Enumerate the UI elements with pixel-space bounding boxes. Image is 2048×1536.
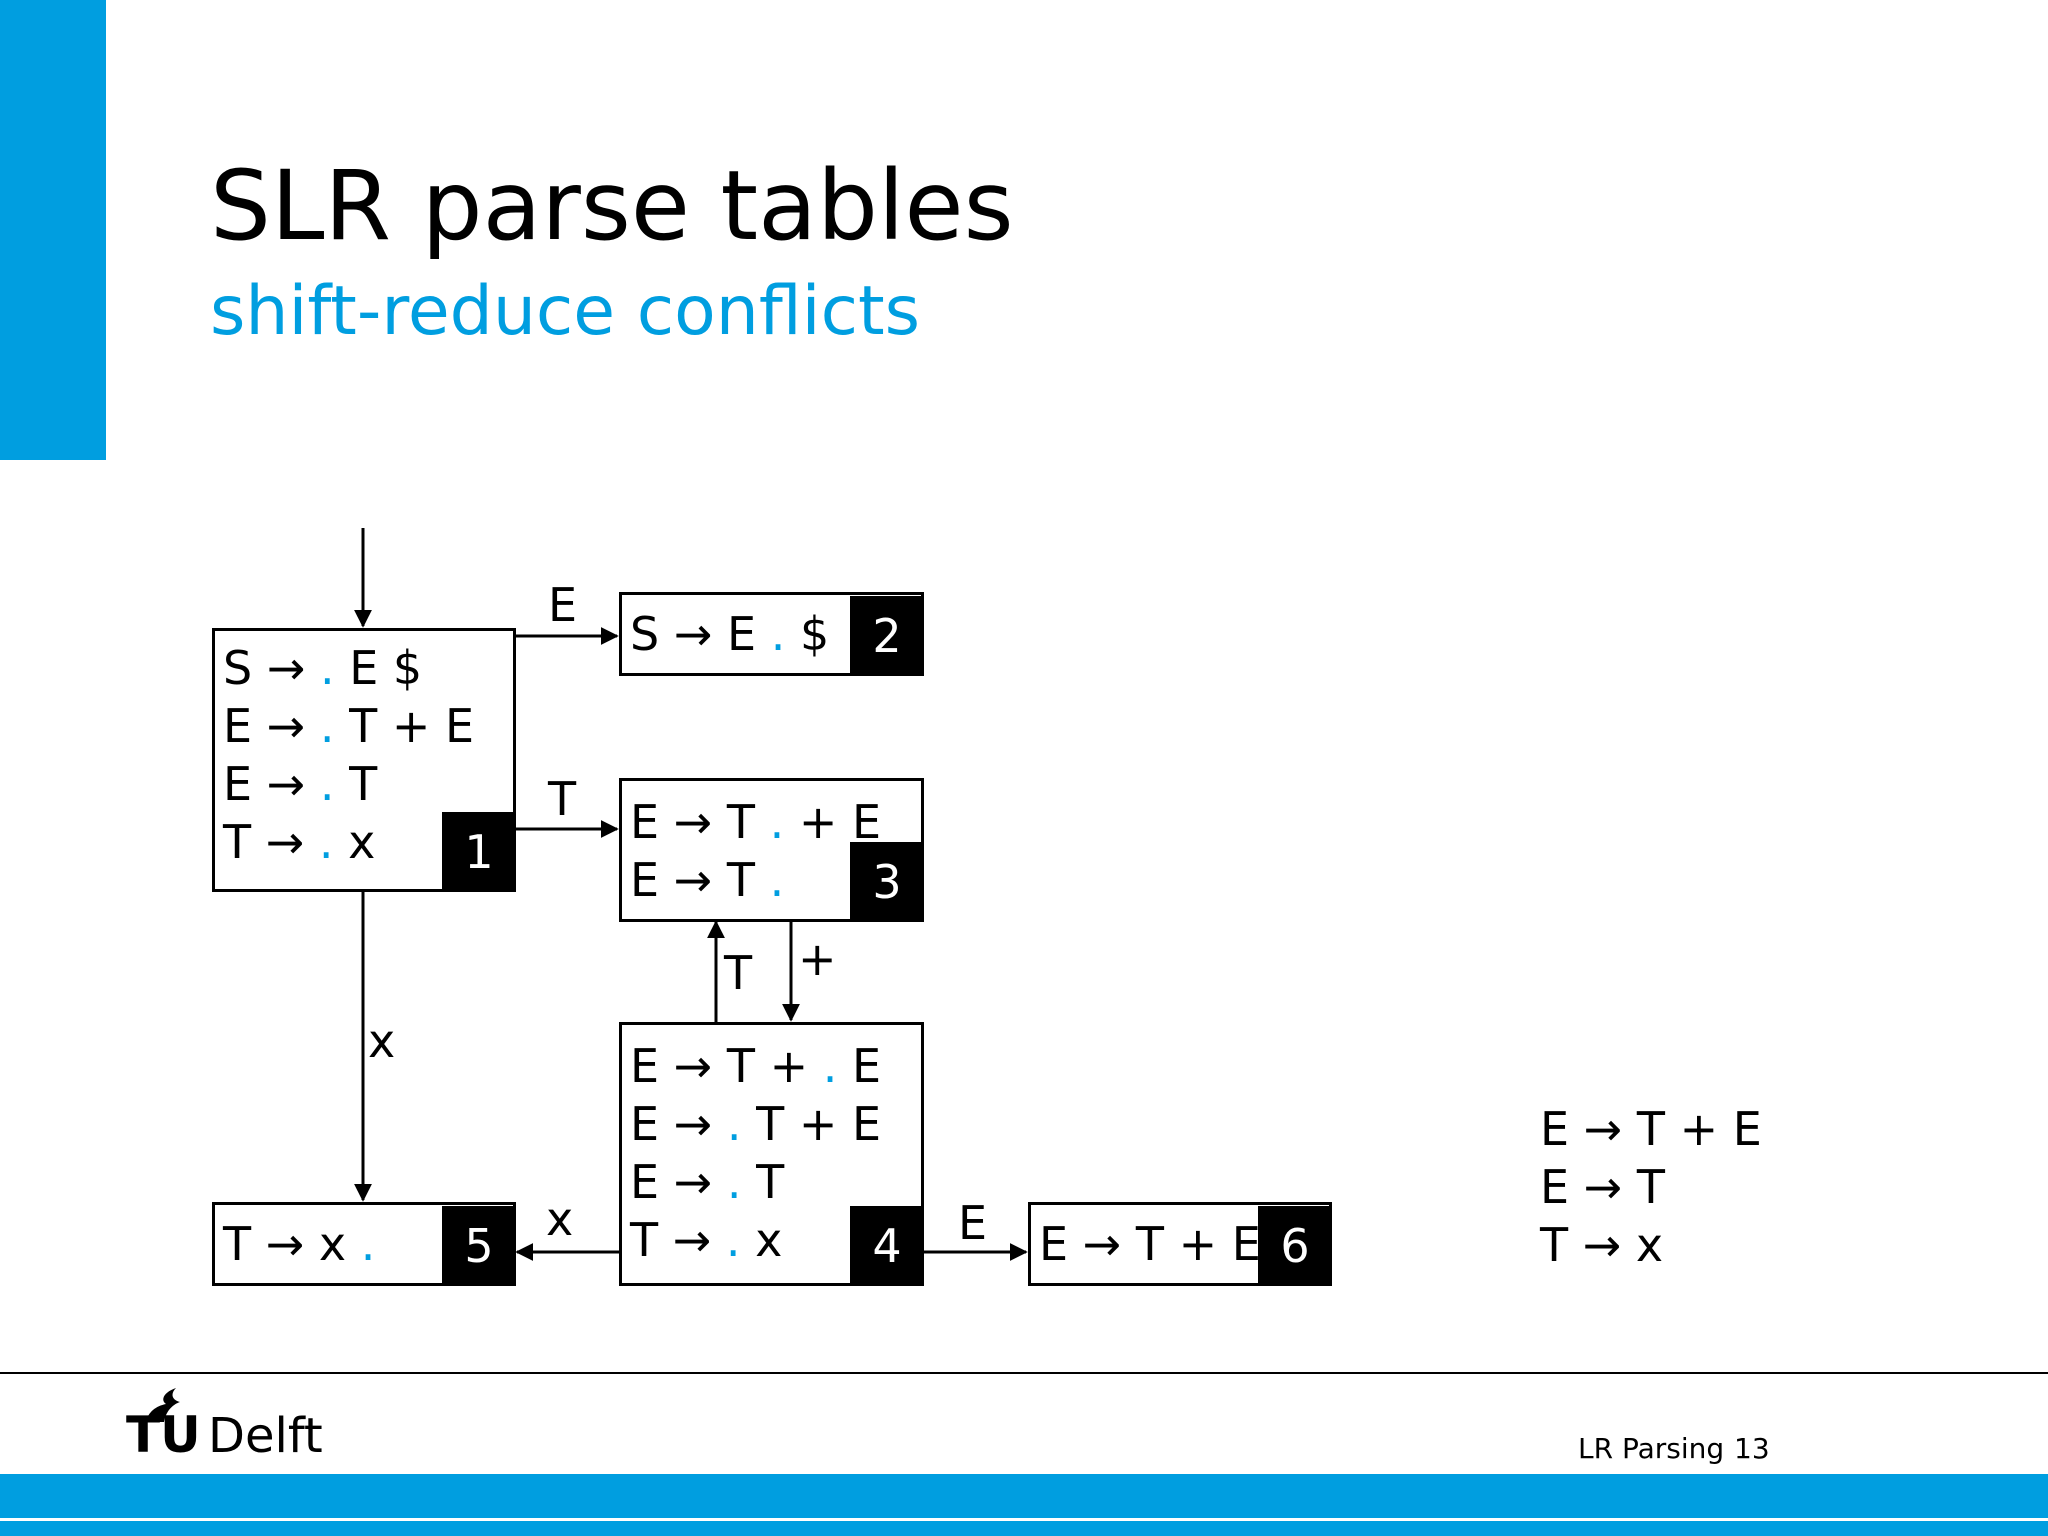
state-5: T → x . 5 [212, 1202, 516, 1286]
grammar-rule: E → T + E [1540, 1102, 1762, 1156]
label-4-to-5: x [546, 1192, 574, 1246]
state-3-item: E → T . + E [630, 795, 882, 849]
state-1-item: E → . T + E [223, 699, 475, 753]
accent-bar [0, 0, 106, 460]
footer-divider [0, 1372, 2048, 1374]
state-2-item: S → E . $ [630, 607, 830, 661]
state-4-item: E → T + . E [630, 1039, 882, 1093]
page-number: 13 [1734, 1432, 1770, 1465]
state-4: E → T + . E E → . T + E E → . T T → . x … [619, 1022, 924, 1286]
state-4-item: E → . T + E [630, 1097, 882, 1151]
state-number: 4 [850, 1206, 924, 1286]
state-1: S → . E $ E → . T + E E → . T T → . x 1 [212, 628, 516, 892]
label-4-to-6: E [958, 1196, 988, 1250]
state-4-item: T → . x [630, 1213, 783, 1267]
state-number: 5 [442, 1206, 516, 1286]
state-number: 1 [442, 812, 516, 892]
state-5-item: T → x . [223, 1217, 376, 1271]
footer-course: LR Parsing [1578, 1432, 1725, 1465]
grammar-rule: E → T [1540, 1160, 1665, 1214]
label-1-to-5: x [368, 1014, 396, 1068]
state-number: 2 [850, 596, 924, 676]
state-1-item: S → . E $ [223, 641, 423, 695]
slide-subtitle: shift-reduce conflicts [210, 272, 921, 351]
state-6: E → T + E 6 [1028, 1202, 1332, 1286]
state-6-item: E → T + E [1039, 1217, 1261, 1271]
bottom-bar [0, 1474, 2048, 1518]
grammar-rules: E → T + E E → T T → x [1540, 1100, 1762, 1274]
state-number: 3 [850, 842, 924, 922]
logo-tu: TU [126, 1406, 201, 1464]
slide-title: SLR parse tables [210, 150, 1014, 262]
flame-icon [146, 1388, 180, 1422]
label-1-to-3: T [548, 772, 577, 826]
state-4-item: E → . T [630, 1155, 785, 1209]
state-1-item: T → . x [223, 815, 376, 869]
grammar-rule: T → x [1540, 1218, 1664, 1272]
state-3: E → T . + E E → T . 3 [619, 778, 924, 922]
state-2: S → E . $ 2 [619, 592, 924, 676]
label-4-to-3: T [724, 946, 753, 1000]
bottom-bar-thin [0, 1521, 2048, 1536]
state-3-item: E → T . [630, 853, 785, 907]
state-number: 6 [1258, 1206, 1329, 1283]
label-1-to-2: E [548, 578, 578, 632]
state-1-item: E → . T [223, 757, 378, 811]
logo-delft: Delft [208, 1408, 323, 1464]
label-3-to-4: + [798, 932, 837, 986]
